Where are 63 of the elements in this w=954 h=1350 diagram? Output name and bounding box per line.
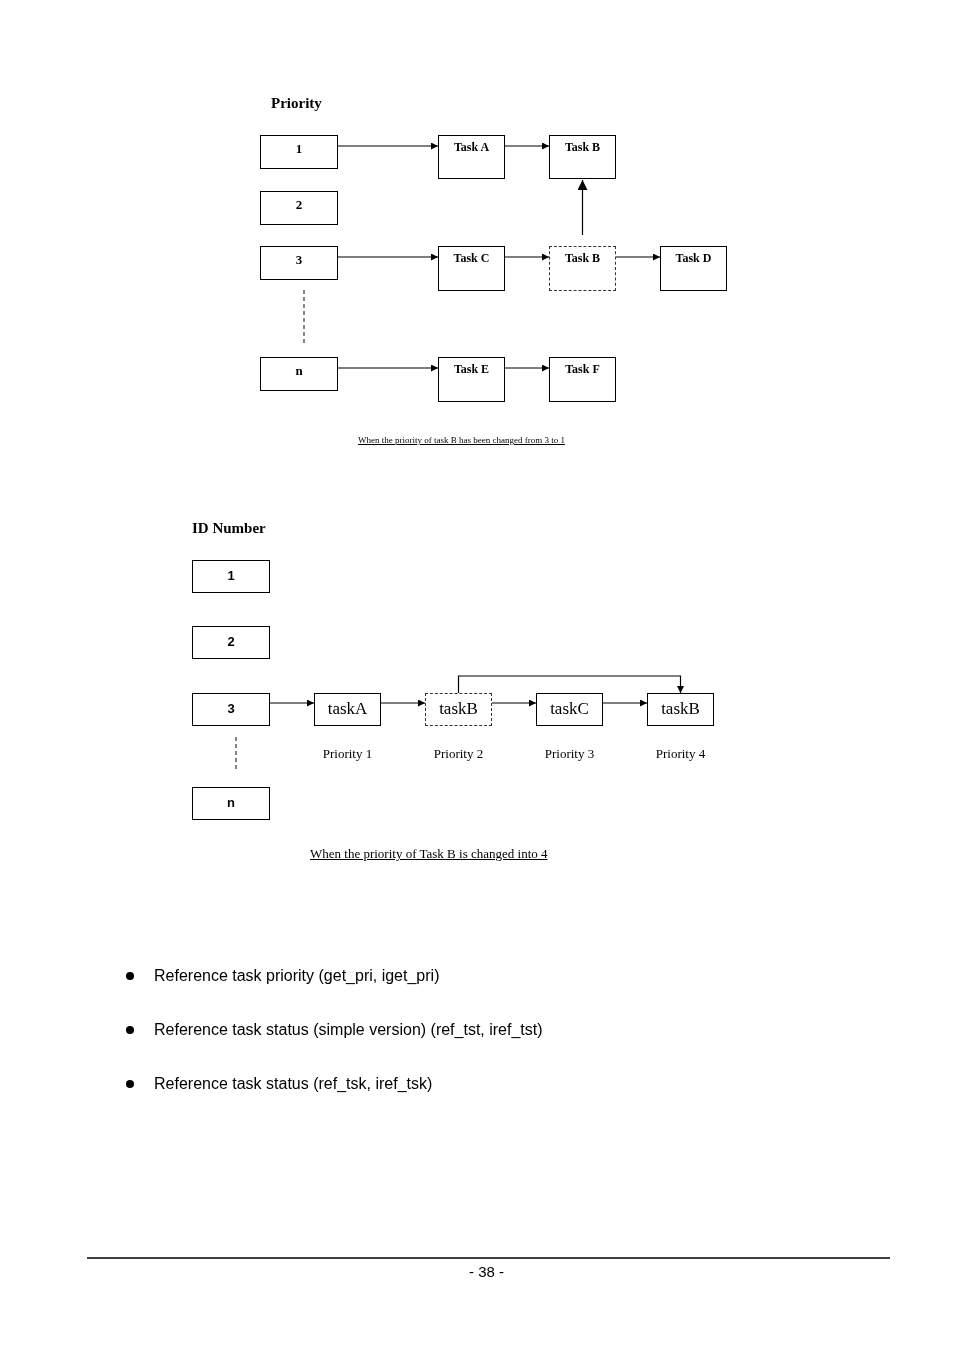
arrow bbox=[337, 253, 439, 261]
priority-label: Priority 3 bbox=[543, 746, 596, 762]
priority-box bbox=[260, 191, 338, 225]
arrow bbox=[602, 699, 648, 707]
box-label: taskA bbox=[326, 699, 369, 719]
arrow bbox=[269, 699, 315, 707]
box-label: 3 bbox=[226, 701, 236, 716]
diagram-caption: When the priority of task B has been changed from 3 to 1 bbox=[358, 435, 565, 445]
priority-label: Priority 4 bbox=[654, 746, 707, 762]
task-box bbox=[536, 693, 603, 726]
priority-box bbox=[260, 246, 338, 280]
arrow bbox=[457, 675, 684, 694]
priority-label: Priority 2 bbox=[432, 746, 485, 762]
box-label: Task D bbox=[674, 251, 713, 266]
box-label: taskB bbox=[438, 699, 479, 719]
arrow bbox=[504, 253, 550, 261]
column-heading: Priority bbox=[271, 95, 322, 112]
id-box bbox=[192, 626, 270, 659]
task-box bbox=[438, 357, 505, 402]
arrow bbox=[337, 142, 439, 150]
id-box bbox=[192, 787, 270, 820]
task-box bbox=[647, 693, 714, 726]
list-item: Reference task status (simple version) (ref_tst, iref_tst) bbox=[154, 1021, 543, 1039]
id-box bbox=[192, 693, 270, 726]
diagram-caption: When the priority of Task B is changed into 4 bbox=[310, 846, 548, 862]
box-label: 3 bbox=[294, 252, 304, 268]
id-box bbox=[192, 560, 270, 593]
task-box bbox=[549, 246, 616, 291]
arrow bbox=[615, 253, 661, 261]
task-box bbox=[425, 693, 492, 726]
task-box bbox=[549, 135, 616, 179]
task-box bbox=[438, 246, 505, 291]
task-box bbox=[314, 693, 381, 726]
box-label: 2 bbox=[226, 634, 236, 649]
box-label: Task A bbox=[452, 140, 491, 155]
arrow bbox=[491, 699, 537, 707]
page-number: - 38 - bbox=[469, 1263, 504, 1280]
box-label: taskB bbox=[660, 699, 701, 719]
arrow bbox=[337, 364, 439, 372]
box-label: n bbox=[226, 795, 236, 810]
box-label: Task C bbox=[452, 251, 491, 266]
arrow bbox=[504, 142, 550, 150]
priority-box bbox=[260, 135, 338, 169]
task-box bbox=[438, 135, 505, 179]
box-label: Task B bbox=[563, 140, 602, 155]
arrow bbox=[577, 179, 588, 236]
list-item: Reference task status (ref_tsk, iref_tsk) bbox=[154, 1075, 433, 1093]
list-item: Reference task priority (get_pri, iget_pri) bbox=[154, 967, 440, 985]
box-label: Task F bbox=[564, 362, 601, 377]
box-label: n bbox=[294, 363, 304, 379]
priority-box bbox=[260, 357, 338, 391]
arrow bbox=[504, 364, 550, 372]
task-box bbox=[660, 246, 727, 291]
priority-label: Priority 1 bbox=[321, 746, 374, 762]
box-label: taskC bbox=[549, 699, 590, 719]
arrow bbox=[380, 699, 426, 707]
box-label: 1 bbox=[226, 568, 236, 583]
column-heading: ID Number bbox=[192, 520, 266, 537]
box-label: Task B bbox=[563, 251, 602, 266]
box-label: 1 bbox=[294, 141, 304, 157]
task-box bbox=[549, 357, 616, 402]
box-label: 2 bbox=[294, 197, 304, 213]
box-label: Task E bbox=[452, 362, 491, 377]
